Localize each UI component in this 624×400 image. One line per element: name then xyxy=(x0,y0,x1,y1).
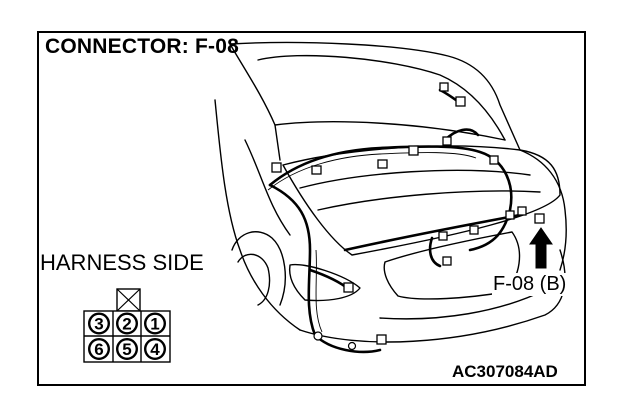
harness-left-drop xyxy=(268,183,382,354)
trunk-inner xyxy=(299,169,531,189)
rear-window-bottom xyxy=(274,121,506,141)
connector-box xyxy=(517,206,527,216)
connector-box xyxy=(455,96,466,107)
trunk-inner-2 xyxy=(317,190,541,211)
bumper-line xyxy=(379,289,546,320)
connector-box xyxy=(469,225,479,235)
pin-number: 1 xyxy=(150,315,159,334)
body-side xyxy=(214,99,301,331)
figure-code: AC307084AD xyxy=(452,362,558,381)
c-pillar xyxy=(229,43,281,161)
connector-box xyxy=(442,256,452,266)
pin-number: 6 xyxy=(94,340,103,359)
connector-box xyxy=(439,82,449,92)
connector-box xyxy=(271,162,282,173)
quarter-panel xyxy=(244,139,291,236)
harness-lid xyxy=(343,213,522,252)
connector-label: F-08 (B) xyxy=(492,273,568,296)
pin-number: 5 xyxy=(122,340,131,359)
harness-outline-2 xyxy=(315,249,323,333)
rear-window-edge xyxy=(257,54,506,141)
connector-box xyxy=(377,159,388,169)
connector-box xyxy=(408,145,419,156)
arrow-icon xyxy=(529,227,553,269)
grommet xyxy=(347,341,357,351)
pin-number: 3 xyxy=(94,315,103,334)
harness-outline xyxy=(267,152,477,191)
pin-number: 2 xyxy=(122,315,131,334)
car-roof-outline xyxy=(229,41,521,151)
connector-box-target xyxy=(534,213,545,224)
connector-box xyxy=(505,210,515,220)
page-title: CONNECTOR: F-08 xyxy=(45,35,239,58)
harness-main xyxy=(268,145,513,252)
grommet xyxy=(313,331,323,341)
connector-box xyxy=(438,231,448,241)
harness-plate-branch xyxy=(428,236,442,268)
rear-bumper xyxy=(299,249,566,343)
connector-box xyxy=(311,165,322,175)
tail-light xyxy=(288,263,361,302)
wheel-arch xyxy=(231,231,286,306)
harness-side-label: HARNESS SIDE xyxy=(40,250,204,275)
wheel xyxy=(237,253,271,306)
connector-box xyxy=(376,334,387,345)
connector-box xyxy=(343,282,354,293)
connector-box xyxy=(489,155,499,165)
pin-number: 4 xyxy=(150,340,160,359)
body-right xyxy=(519,149,567,271)
connector-box xyxy=(442,136,452,146)
